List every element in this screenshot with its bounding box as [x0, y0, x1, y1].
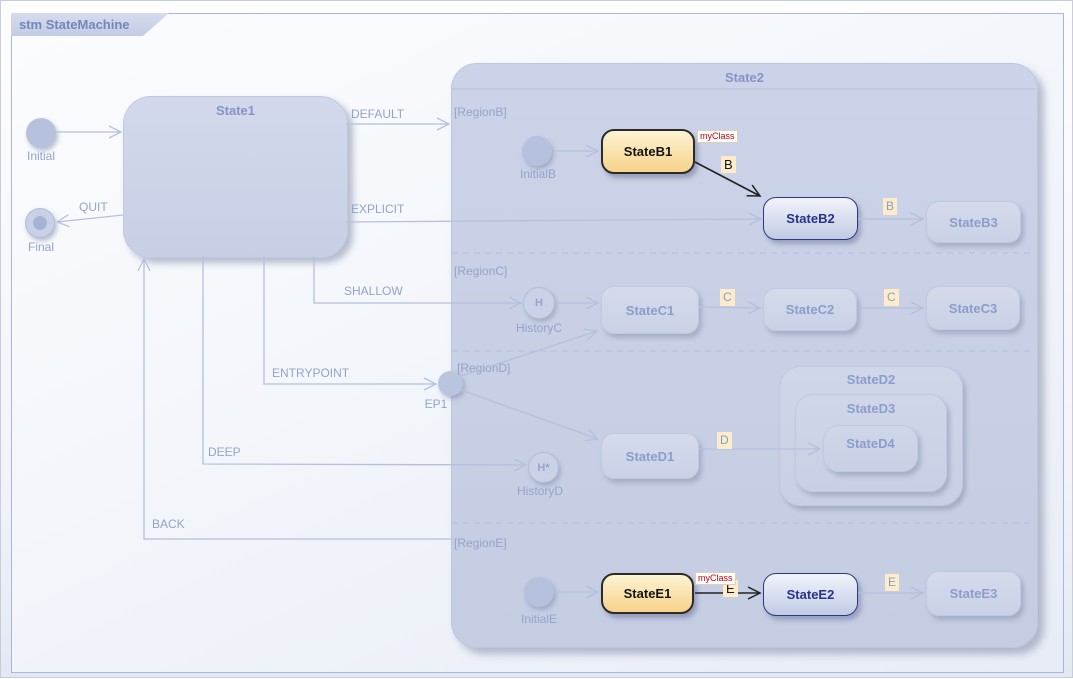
statec1-title: StateC1 [625, 302, 675, 318]
transition-shallow-label[interactable]: SHALLOW [344, 284, 403, 298]
statec3-node[interactable]: StateC3 [926, 286, 1020, 330]
region-b-label: [RegionB] [454, 105, 507, 119]
final-inner-dot [33, 216, 47, 230]
statee1-title: StateE1 [623, 586, 672, 601]
stated1-node[interactable]: StateD1 [601, 433, 699, 479]
transition-entrypoint-label[interactable]: ENTRYPOINT [272, 366, 350, 380]
trigger-b2-b3: B [883, 198, 898, 215]
frame-title: stm StateMachine [19, 17, 130, 32]
transition-back-label[interactable]: BACK [152, 517, 185, 531]
initiale-pseudostate[interactable] [524, 577, 554, 607]
trigger-e2-e3: E [885, 574, 900, 591]
trigger-b1-b2: B [721, 156, 736, 173]
trigger-d1-d4: D [717, 432, 732, 449]
statee3-node[interactable]: StateE3 [926, 571, 1021, 616]
historyd-pseudostate[interactable]: H* [528, 452, 559, 483]
statee2-node[interactable]: StateE2 [763, 573, 858, 616]
ep1-label: EP1 [424, 397, 448, 411]
final-label: Final [27, 240, 54, 254]
initialb-label: InitialB [519, 167, 557, 181]
statec2-title: StateC2 [785, 302, 835, 317]
transition-deep-label[interactable]: DEEP [208, 445, 241, 459]
stated2-title: StateD2 [846, 372, 896, 387]
stateb3-title: StateB3 [949, 214, 998, 230]
initiale-label: InitialE [520, 612, 558, 626]
statee3-title: StateE3 [949, 586, 998, 601]
trigger-c2-c3: C [884, 289, 899, 306]
statec3-title: StateC3 [948, 300, 998, 316]
transition-quit-label[interactable]: QUIT [79, 200, 108, 214]
statec2-node[interactable]: StateC2 [763, 288, 857, 331]
stated4-title: StateD4 [846, 436, 895, 451]
trigger-c1-c2: C [720, 289, 735, 306]
statee1-stereotype: myClass [695, 572, 736, 585]
stateb3-node[interactable]: StateB3 [926, 201, 1021, 243]
final-state[interactable] [25, 208, 55, 238]
stateb2-node[interactable]: StateB2 [763, 197, 858, 240]
state1-title: State1 [215, 103, 256, 118]
stated1-title: StateD1 [625, 448, 675, 464]
stateb2-title: StateB2 [786, 211, 835, 226]
stated4-node[interactable]: StateD4 [823, 425, 918, 472]
historyc-label: HistoryC [515, 321, 562, 335]
stateb1-title: StateB1 [623, 144, 673, 159]
historyd-label: HistoryD [516, 484, 563, 498]
stated3-title: StateD3 [846, 401, 896, 416]
initial-pseudostate[interactable] [26, 118, 56, 148]
region-e-label: [RegionE] [454, 536, 507, 550]
stateb1-stereotype: myClass [697, 130, 738, 143]
statec1-node[interactable]: StateC1 [601, 286, 699, 334]
historyd-glyph: H* [537, 461, 550, 474]
state2-title: State2 [724, 70, 765, 85]
transition-default-label[interactable]: DEFAULT [351, 107, 405, 121]
historyc-glyph: H [535, 297, 543, 309]
statee2-title: StateE2 [786, 587, 835, 602]
state1-node[interactable]: State1 [123, 96, 348, 258]
region-c-label: [RegionC] [454, 264, 508, 278]
transition-explicit-label[interactable]: EXPLICIT [351, 202, 405, 216]
stateb1-node[interactable]: StateB1 [601, 129, 695, 174]
initialb-pseudostate[interactable] [522, 136, 552, 166]
region-d-label: [RegionD] [457, 361, 511, 375]
historyc-pseudostate[interactable]: H [523, 287, 555, 319]
initial-label: Initial [26, 149, 55, 163]
frame-tab: stm StateMachine [11, 13, 169, 36]
statee1-node[interactable]: StateE1 [601, 573, 694, 614]
